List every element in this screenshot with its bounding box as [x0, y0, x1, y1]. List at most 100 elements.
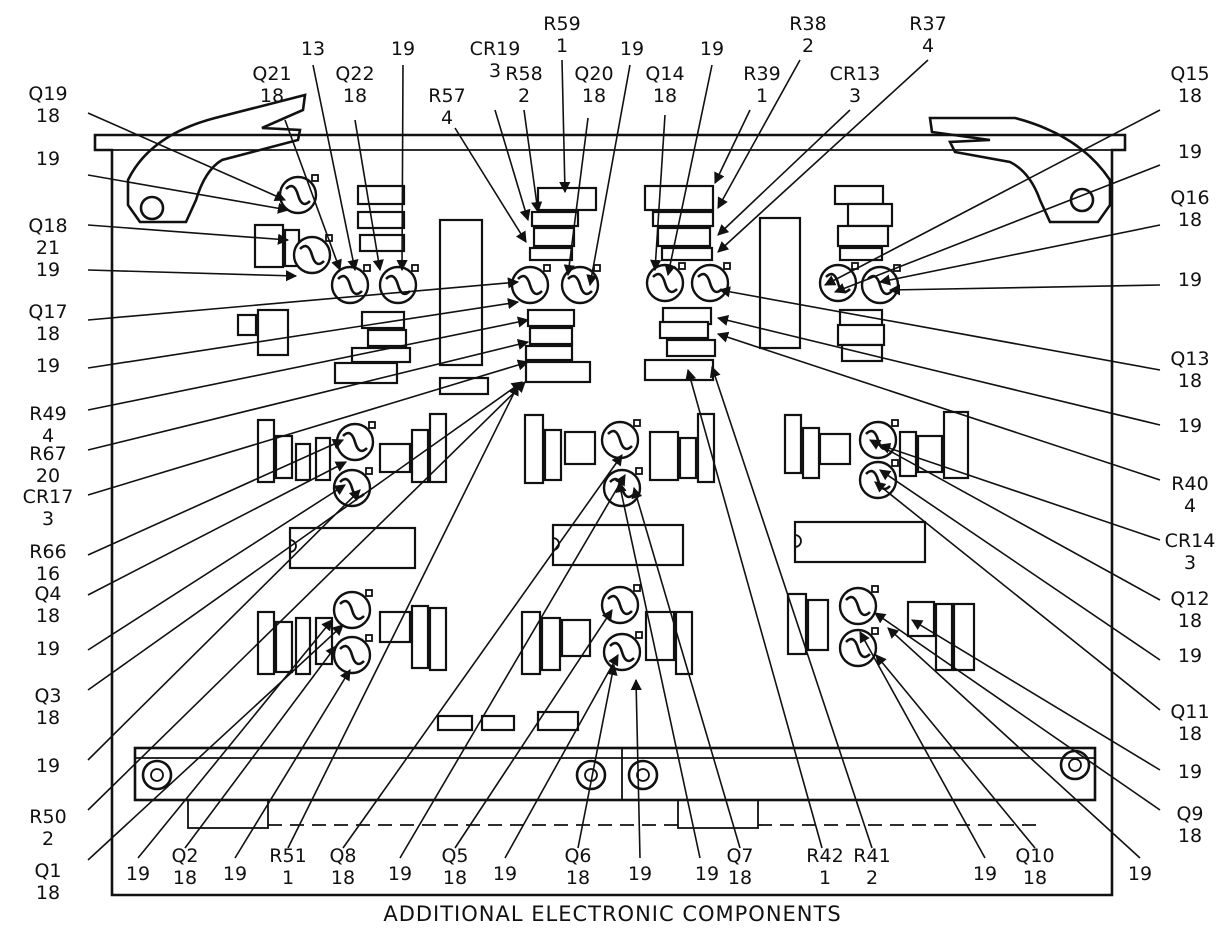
- transistor-symbol: [332, 589, 373, 630]
- transistor-symbol: [818, 262, 859, 303]
- leader-line: [563, 117, 589, 277]
- transistor-symbol: [690, 262, 731, 303]
- transistor-symbol: [330, 264, 371, 305]
- leader-line: [234, 669, 351, 859]
- right-ejector-lever: [928, 116, 1112, 224]
- leader-line: [184, 645, 337, 849]
- leader-line: [87, 381, 526, 811]
- leader-line: [878, 224, 1161, 286]
- connector-screw: [627, 759, 659, 791]
- transistor-symbol: [860, 264, 901, 305]
- leader-line: [396, 64, 408, 272]
- leader-line: [685, 368, 823, 849]
- transistor-symbol: [838, 627, 879, 668]
- leader-line: [342, 454, 623, 849]
- leader-line: [504, 654, 619, 859]
- leader-line: [494, 109, 531, 222]
- leader-line: [717, 109, 851, 236]
- leader-line: [87, 624, 344, 861]
- leader-line: [399, 474, 626, 859]
- connector-screw: [1059, 749, 1091, 781]
- leader-line: [87, 297, 520, 369]
- leader-line: [630, 678, 642, 859]
- callout-label: 19: [1178, 269, 1202, 291]
- leader-line: [874, 481, 1161, 711]
- leader-line: [718, 286, 1161, 371]
- callout-label: 19: [36, 755, 60, 777]
- leader-line: [523, 109, 543, 214]
- leader-line: [586, 64, 631, 287]
- callout-label: 19: [388, 863, 412, 885]
- connector-screw: [141, 759, 173, 791]
- leader-line: [87, 461, 347, 596]
- leader-line: [454, 127, 527, 243]
- transistor-symbol: [332, 634, 373, 675]
- callout-label: 19: [1128, 863, 1152, 885]
- leader-line: [454, 609, 613, 849]
- callout-label: 19: [1178, 761, 1202, 783]
- leader-line: [287, 383, 519, 849]
- callout-label: 19: [628, 863, 652, 885]
- callout-label: 19: [126, 863, 150, 885]
- leader-line: [824, 109, 1161, 286]
- transistor-symbol: [292, 234, 333, 275]
- leader-line: [650, 114, 666, 272]
- leader-line: [878, 442, 1161, 541]
- transistor-symbol: [560, 264, 601, 305]
- leader-line: [879, 469, 1161, 661]
- leader-line: [911, 619, 1161, 771]
- leader-line: [87, 112, 287, 202]
- callout-label: 19: [1178, 645, 1202, 667]
- leader-line: [887, 627, 1141, 859]
- board-outline: [93, 133, 1127, 897]
- leader-line: [709, 365, 873, 849]
- leader-line: [716, 331, 1161, 481]
- leader-line: [312, 64, 359, 272]
- leader-line: [888, 284, 1161, 296]
- leader-line: [664, 64, 713, 277]
- leader-line: [577, 663, 618, 849]
- callout-label: 19: [620, 38, 644, 60]
- callout-label: 13: [301, 38, 325, 60]
- callout-label: 19: [391, 38, 415, 60]
- transistor-symbol: [335, 421, 376, 462]
- leader-line: [875, 654, 1036, 849]
- leader-line: [869, 439, 1161, 601]
- leader-line: [717, 59, 801, 209]
- leader-line: [859, 631, 986, 859]
- transistor-symbol: [600, 419, 641, 460]
- leader-line: [87, 439, 345, 556]
- transistor-symbol: [378, 264, 419, 305]
- leader-line: [284, 119, 342, 272]
- callout-label: 19: [36, 148, 60, 170]
- leader-line: [137, 619, 333, 859]
- leader-lines: [87, 59, 1161, 861]
- transistor-symbol: [838, 585, 879, 626]
- leader-line: [874, 612, 1161, 811]
